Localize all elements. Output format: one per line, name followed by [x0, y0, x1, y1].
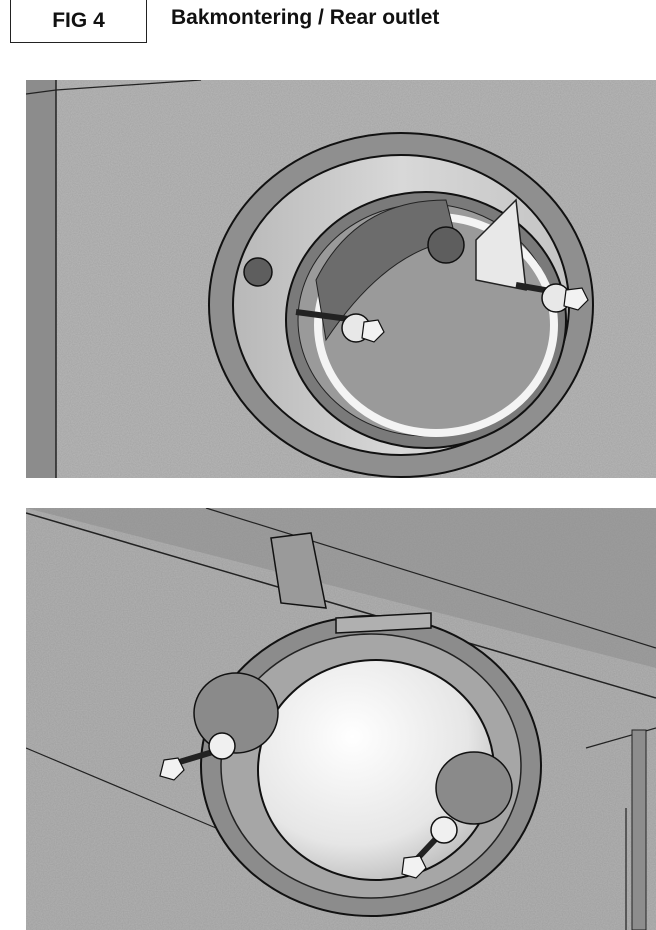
figure-number: FIG 4: [52, 9, 105, 32]
nut-left: [361, 319, 385, 343]
box-edge-top: [26, 512, 656, 699]
arrow-marker-bottom: [270, 532, 327, 609]
rear-outlet-collar-drawing: [26, 80, 656, 478]
figure-number-box: FIG 4: [10, 0, 147, 43]
illustration-bottom: [26, 508, 656, 930]
illustration-top: [26, 80, 656, 478]
figure-title: Bakmontering / Rear outlet: [171, 6, 440, 29]
nut-bottom-right: [401, 855, 427, 879]
boss-left: [193, 672, 279, 754]
wall-edge: [26, 80, 56, 478]
arrow-marker: [475, 198, 527, 291]
nut-right: [563, 287, 589, 311]
boss-hole-left: [243, 257, 273, 287]
nut-bottom-left: [159, 757, 185, 781]
rear-outlet-flange-drawing: [26, 508, 656, 930]
boss-right: [435, 751, 513, 825]
boss-hole-right: [427, 226, 465, 264]
